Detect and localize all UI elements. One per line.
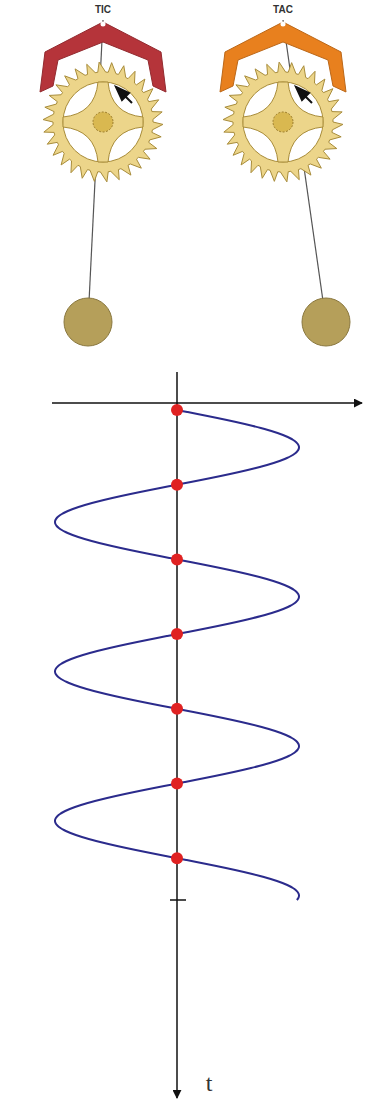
tick-point [171,852,183,864]
escapement [220,20,350,346]
tick-point [171,404,183,416]
rotation-arrow [116,87,132,103]
axis-label: t [206,1070,213,1097]
center-pinion [93,112,113,132]
escapement [40,20,166,346]
wheel-rim [243,82,323,162]
tick-point [171,778,183,790]
center-pinion [273,112,293,132]
wheel-rim [63,82,143,162]
wheel-spokes [243,82,323,162]
end-tick [170,899,186,901]
wheel-spokes [63,82,143,162]
horizontal-axis [52,402,362,404]
anchor-pivot [281,22,286,27]
escape-wheel [43,62,163,182]
tick-point [171,703,183,715]
tac-label: TAC [273,4,293,15]
anchor-pivot [101,22,106,27]
tic-label: TIC [95,4,111,15]
escape-wheel [223,62,343,182]
tick-point [171,628,183,640]
pendulum-bob [64,298,112,346]
oscillation-curve [55,410,299,900]
anchor [220,22,346,92]
rotation-arrow [296,87,312,103]
pendulum-bob [302,298,350,346]
tick-point [171,479,183,491]
tick-point [171,553,183,565]
anchor [40,22,166,92]
